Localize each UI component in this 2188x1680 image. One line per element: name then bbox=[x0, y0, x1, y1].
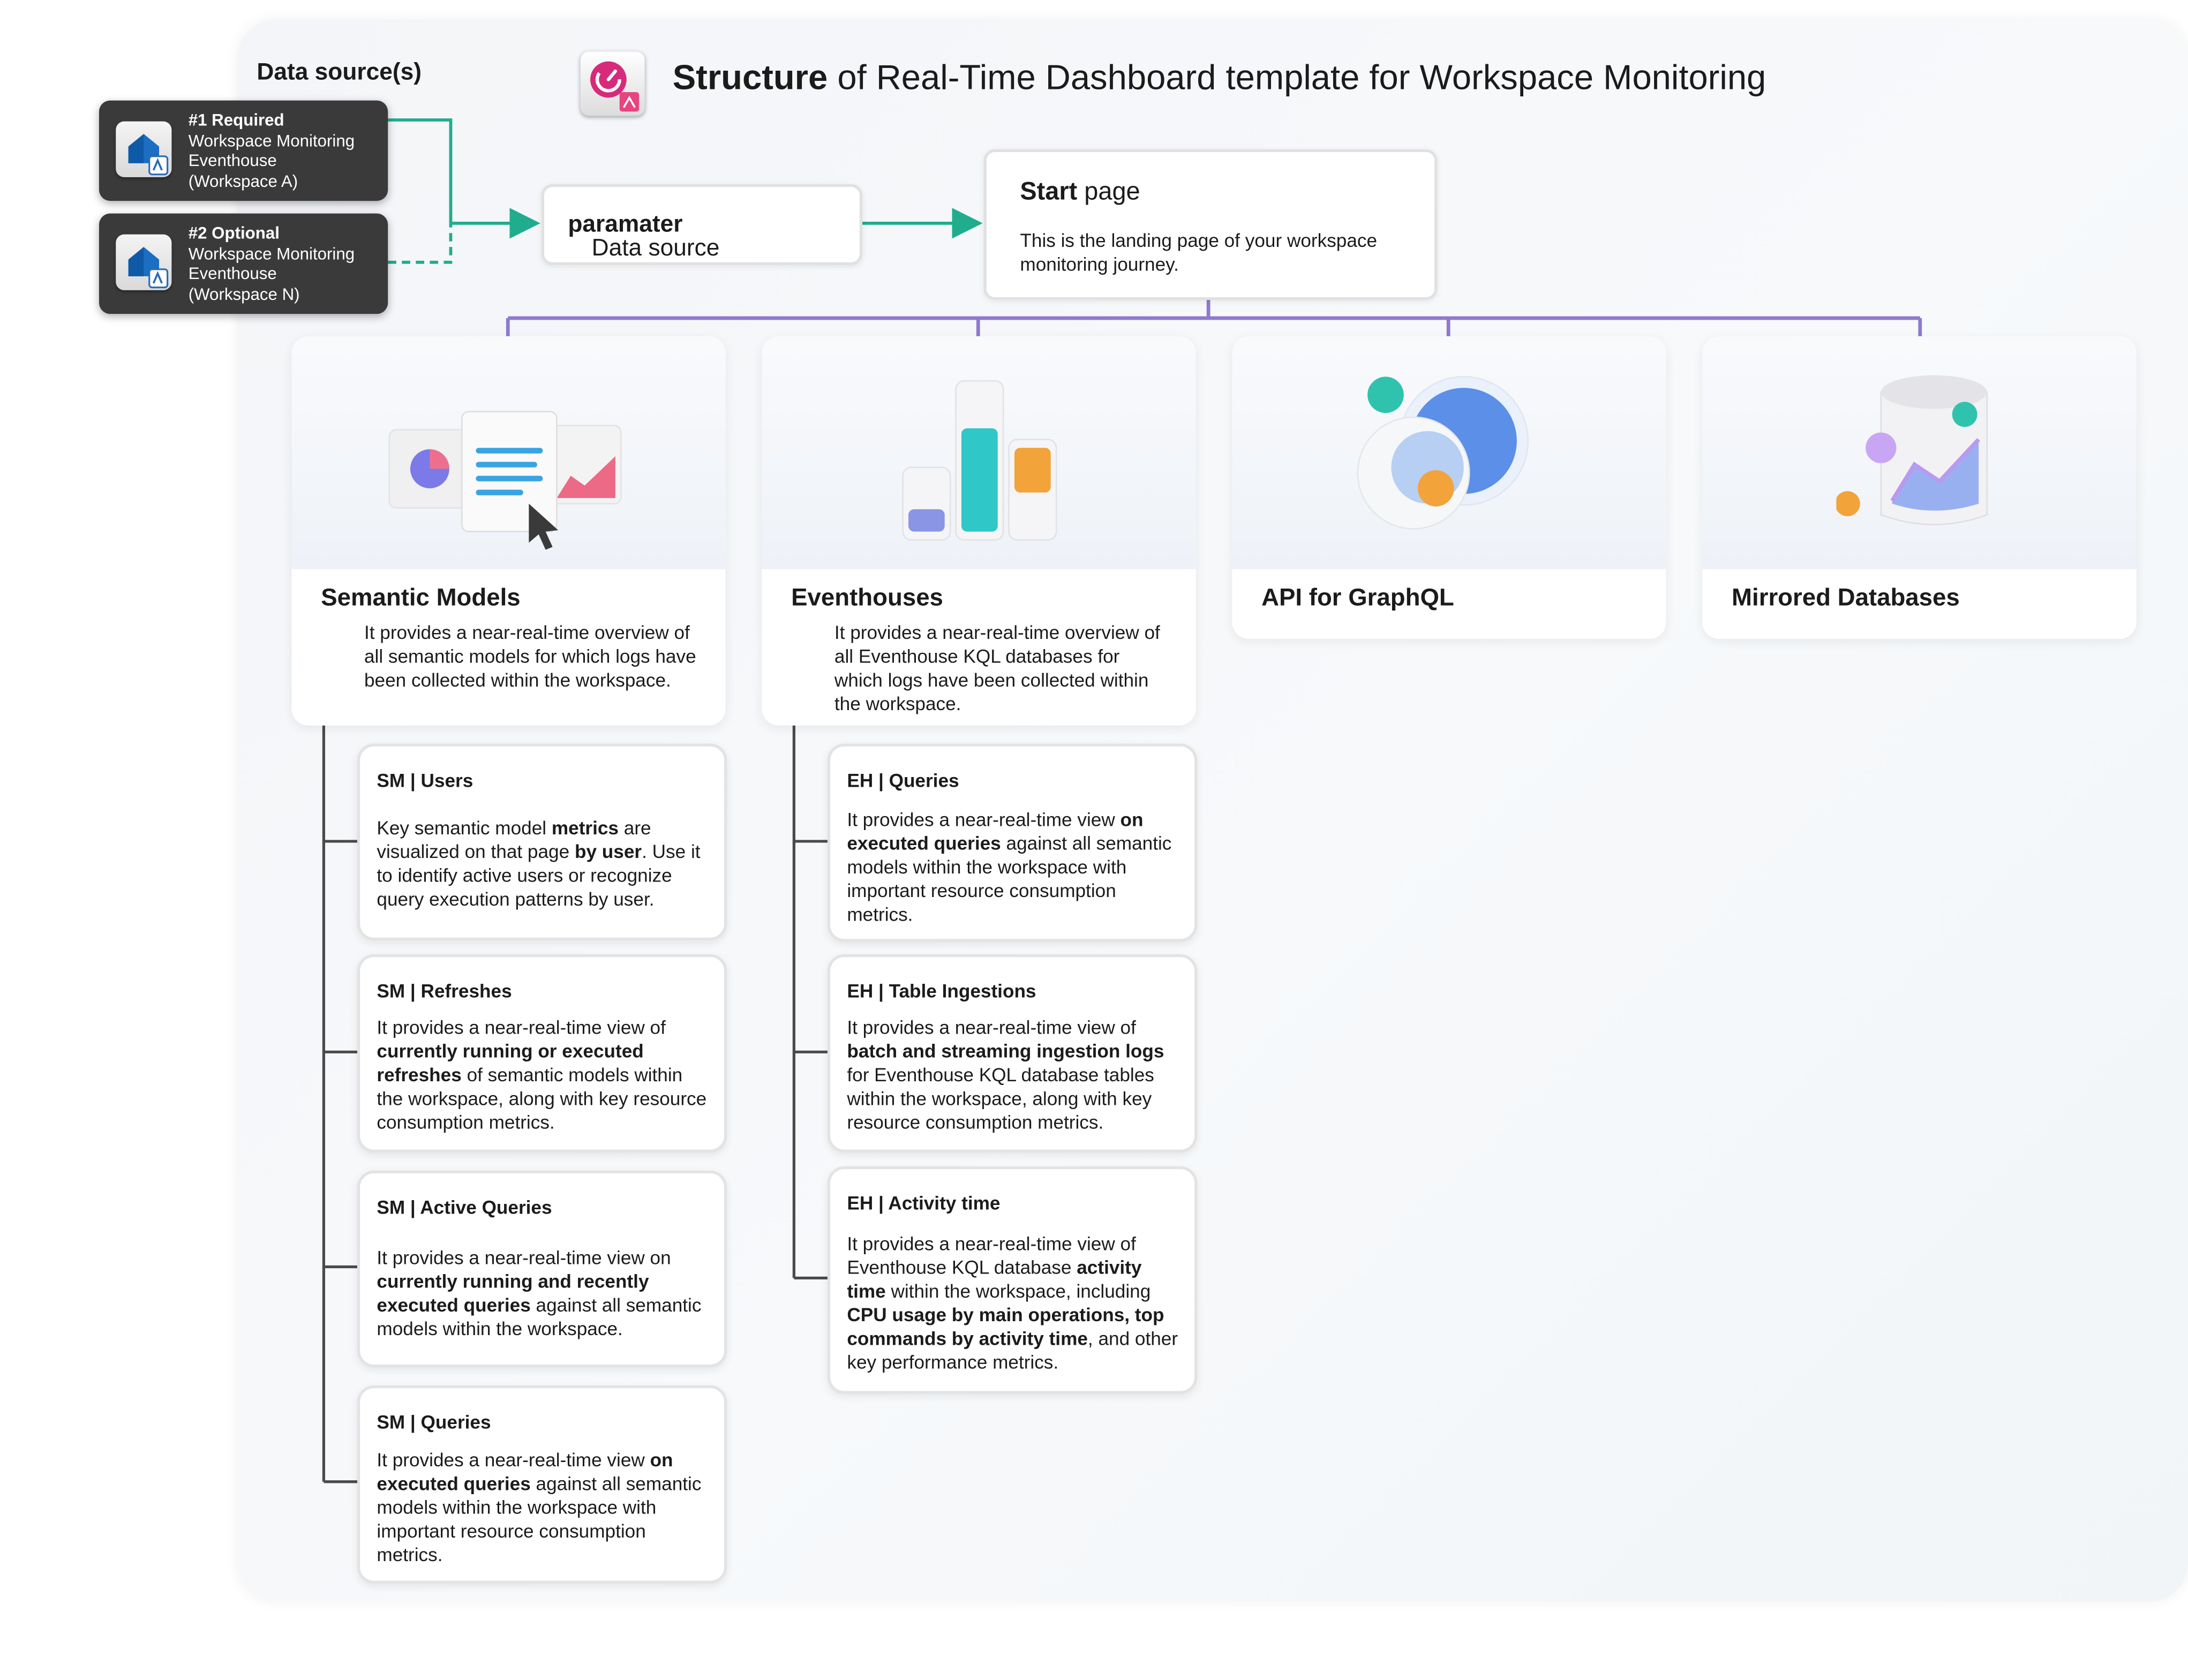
eventhouse-icon bbox=[116, 234, 172, 290]
card-illustration bbox=[1232, 336, 1666, 569]
page-sm-queries[interactable]: SM | Queries It provides a near-real-tim… bbox=[357, 1385, 727, 1584]
graphql-icon bbox=[1357, 376, 1529, 530]
page-description: Key semantic model metrics are visualize… bbox=[377, 816, 711, 911]
card-illustration bbox=[291, 336, 726, 569]
description-text: It provides a near-real-time view bbox=[847, 809, 1121, 831]
page-title: Structure of Real-Time Dashboard templat… bbox=[672, 58, 1766, 98]
page-description: It provides a near-real-time view of cur… bbox=[377, 1016, 711, 1134]
page-title: EH | Table Ingestions bbox=[847, 981, 1036, 1002]
page-sm-refreshes[interactable]: SM | Refreshes It provides a near-real-t… bbox=[357, 954, 727, 1152]
page-title: EH | Queries bbox=[847, 770, 959, 792]
real-time-dashboard-icon bbox=[580, 51, 645, 116]
description-text: of semantic models within the workspace,… bbox=[377, 1064, 707, 1133]
page-eh-queries[interactable]: EH | Queries It provides a near-real-tim… bbox=[827, 743, 1198, 942]
start-page-description: This is the landing page of your workspa… bbox=[1020, 230, 1378, 275]
description-emphasis: by user bbox=[574, 841, 642, 863]
data-source-title: #2 Optional bbox=[188, 223, 280, 243]
report-icon bbox=[388, 411, 622, 550]
page-title: SM | Queries bbox=[377, 1412, 491, 1433]
description-emphasis: on executed queries bbox=[847, 809, 1144, 854]
card-description: It provides a near-real-time overview of… bbox=[834, 622, 1160, 714]
description-emphasis: CPU usage by main operations, top comman… bbox=[847, 1304, 1164, 1350]
card-title: Mirrored Databases bbox=[1732, 583, 1960, 612]
description-emphasis: currently running and recently executed … bbox=[377, 1271, 649, 1316]
page-title: SM | Users bbox=[377, 770, 473, 792]
page-description: It provides a near-real-time view on cur… bbox=[377, 1246, 711, 1340]
description-text: Key semantic model bbox=[377, 817, 552, 839]
card-title: Eventhouses bbox=[791, 583, 943, 612]
page-title: EH | Activity time bbox=[847, 1193, 1001, 1214]
eventhouse-icon bbox=[116, 121, 172, 177]
card-illustration bbox=[1702, 336, 2137, 569]
data-source-line: Workspace Monitoring bbox=[188, 130, 355, 150]
description-emphasis: metrics bbox=[551, 817, 619, 839]
description-text: It provides a near-real-time view of bbox=[847, 1017, 1136, 1038]
page-sm-active-queries[interactable]: SM | Active Queries It provides a near-r… bbox=[357, 1170, 727, 1368]
description-text: against all semantic models within the w… bbox=[847, 833, 1172, 925]
data-source-title: #1 Required bbox=[188, 110, 284, 130]
data-source-line: Eventhouse bbox=[188, 150, 277, 170]
card-illustration bbox=[762, 336, 1196, 569]
description-text: against all semantic models within the w… bbox=[377, 1294, 702, 1339]
card-title: API for GraphQL bbox=[1261, 583, 1454, 612]
connector-required bbox=[388, 118, 453, 223]
page-eh-activity-time[interactable]: EH | Activity time It provides a near-re… bbox=[827, 1166, 1198, 1394]
data-source-parameter[interactable]: Data source paramater bbox=[541, 184, 863, 265]
parameter-label: Data source bbox=[591, 234, 720, 261]
card-title: Semantic Models bbox=[321, 583, 521, 612]
description-emphasis: activity time bbox=[847, 1257, 1142, 1302]
card-semantic-models[interactable]: Semantic Models It provides a near-real-… bbox=[291, 336, 726, 726]
parameter-label-bold: paramater bbox=[568, 210, 683, 237]
card-mirrored-databases[interactable]: Mirrored Databases bbox=[1702, 336, 2137, 639]
description-emphasis: on executed queries bbox=[377, 1449, 673, 1495]
semantic-tree-line bbox=[322, 639, 359, 1483]
card-description: It provides a near-real-time overview of… bbox=[364, 622, 696, 691]
page-description: It provides a near-real-time view of Eve… bbox=[847, 1232, 1182, 1374]
description-text: It provides a near-real-time view bbox=[377, 1449, 650, 1471]
page-title: SM | Active Queries bbox=[377, 1197, 552, 1218]
page-description: It provides a near-real-time view of bat… bbox=[847, 1016, 1182, 1134]
page-title: SM | Refreshes bbox=[377, 981, 512, 1002]
data-source-line: (Workspace A) bbox=[188, 171, 298, 191]
description-emphasis: currently running or executed refreshes bbox=[377, 1041, 644, 1086]
description-text: It provides a near-real-time view on bbox=[377, 1247, 671, 1269]
description-text: It provides a near-real-time view of bbox=[377, 1017, 666, 1038]
description-text: It provides a near-real-time view of Eve… bbox=[847, 1233, 1136, 1278]
card-eventhouses[interactable]: Eventhouses It provides a near-real-time… bbox=[762, 336, 1196, 726]
page-sm-users[interactable]: SM | Users Key semantic model metrics ar… bbox=[357, 743, 727, 940]
description-text: for Eventhouse KQL database tables withi… bbox=[847, 1064, 1154, 1133]
data-source-line: Workspace Monitoring bbox=[188, 243, 355, 263]
description-text: within the workspace, including bbox=[885, 1280, 1151, 1302]
data-source-optional[interactable]: #2 Optional Workspace Monitoring Eventho… bbox=[99, 213, 388, 314]
card-api-graphql[interactable]: API for GraphQL bbox=[1232, 336, 1666, 639]
data-source-line: (Workspace N) bbox=[188, 284, 300, 304]
description-text: . Use it to identify active users or rec… bbox=[377, 841, 701, 910]
start-page-box[interactable]: Start page This is the landing page of y… bbox=[983, 149, 1438, 300]
bar-chart-icon bbox=[902, 380, 1057, 541]
data-source-required[interactable]: #1 Required Workspace Monitoring Eventho… bbox=[99, 100, 388, 201]
hierarchy-connector bbox=[506, 297, 1922, 336]
description-text: are visualized on that page bbox=[377, 817, 651, 863]
eventhouse-tree-line bbox=[792, 640, 829, 1279]
data-sources-heading: Data source(s) bbox=[257, 58, 422, 85]
mirrored-database-icon bbox=[1836, 375, 1988, 525]
start-page-title: Start page bbox=[1020, 177, 1140, 205]
page-eh-table-ingestions[interactable]: EH | Table Ingestions It provides a near… bbox=[827, 954, 1198, 1152]
description-text: , and other key performance metrics. bbox=[847, 1328, 1178, 1373]
page-description: It provides a near-real-time view on exe… bbox=[847, 808, 1182, 926]
data-source-line: Eventhouse bbox=[188, 263, 277, 283]
description-emphasis: batch and streaming ingestion logs bbox=[847, 1041, 1164, 1062]
description-text: against all semantic models within the w… bbox=[377, 1473, 702, 1566]
connector-optional bbox=[388, 223, 453, 264]
page-description: It provides a near-real-time view on exe… bbox=[377, 1448, 711, 1566]
